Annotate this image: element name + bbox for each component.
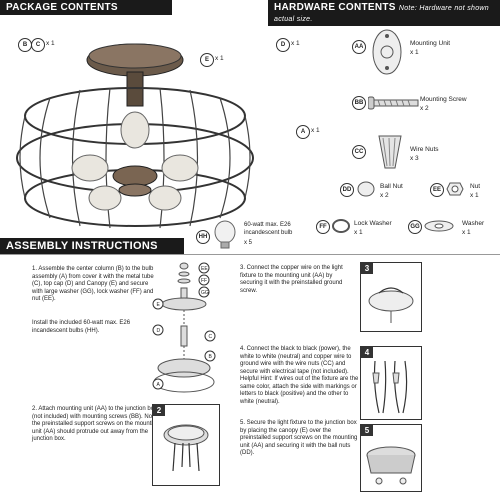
hw-dd-qty: x 2: [380, 192, 389, 199]
step-3-diagram: 3: [360, 262, 422, 332]
hw-bb-qty: x 2: [420, 105, 429, 112]
hardware-note: Note: Hardware not shown actual size.: [274, 5, 489, 23]
nut-illustration: [446, 182, 464, 196]
svg-text:GG: GG: [201, 290, 209, 296]
hw-ff-qty: x 1: [354, 229, 363, 236]
step-5-diagram: 5: [360, 424, 422, 492]
bulb-qty: x 5: [244, 240, 253, 246]
bulb-description: 60-watt max. E26 incandescent bulb: [244, 222, 293, 236]
ball-nut-illustration: [357, 181, 375, 197]
step-4-illustration: [372, 360, 408, 414]
hw-ff-name: Lock Washer: [354, 220, 392, 227]
svg-text:D: D: [157, 328, 161, 334]
package-contents-title: PACKAGE CONTENTS: [6, 2, 118, 13]
callout-a-qty: x 1: [311, 127, 320, 134]
callout-b: B: [18, 38, 32, 52]
hardware-contents-title: HARDWARE CONTENTS: [274, 2, 396, 13]
callout-bc-qty: x 1: [46, 40, 55, 47]
step-5-illustration: [366, 446, 416, 485]
callout-d: D: [276, 38, 290, 52]
hw-gg-badge: GG: [408, 220, 422, 234]
bulb-code-badge: HH: [196, 230, 210, 244]
step-3-illustration: [368, 287, 414, 323]
step-1-exploded-diagram: EE FF GG E D C B A: [152, 262, 216, 393]
lock-washer-illustration: [332, 219, 350, 233]
hw-aa-name: Mounting Unit: [410, 40, 451, 47]
hw-bb-badge: BB: [352, 96, 366, 110]
mounting-unit-illustration: [372, 29, 402, 75]
hw-ee-qty: x 1: [470, 192, 479, 199]
assembly-instructions-title: ASSEMBLY INSTRUCTIONS: [6, 240, 158, 252]
step-2-number: 2: [153, 405, 165, 416]
assembly-divider: [0, 254, 500, 255]
mounting-screw-illustration: [368, 96, 419, 110]
step-4-number: 4: [361, 347, 373, 358]
hw-ff-badge: FF: [316, 220, 330, 234]
svg-text:C: C: [209, 334, 213, 340]
callout-d-qty: x 1: [291, 40, 300, 47]
hw-cc-badge: CC: [352, 145, 366, 159]
step-5-text: 5. Secure the light fixture to the junct…: [240, 420, 358, 456]
hw-cc-name: Wire Nuts: [410, 146, 439, 153]
hw-dd-badge: DD: [340, 183, 354, 197]
package-contents-header: PACKAGE CONTENTS: [0, 0, 172, 15]
assembly-instructions-header: ASSEMBLY INSTRUCTIONS: [0, 238, 184, 254]
svg-text:B: B: [209, 354, 213, 360]
hw-bb-name: Mounting Screw: [420, 96, 467, 103]
washer-illustration: [424, 220, 454, 232]
svg-text:FF: FF: [201, 278, 207, 284]
hw-gg-name: Washer: [462, 220, 485, 227]
svg-text:E: E: [157, 302, 161, 308]
hw-gg-qty: x 1: [462, 229, 471, 236]
svg-text:EE: EE: [201, 266, 208, 272]
wire-nut-illustration: [378, 135, 402, 169]
callout-a: A: [296, 125, 310, 139]
callout-e-qty: x 1: [215, 55, 224, 62]
step-3-text: 3. Connect the copper wire on the light …: [240, 265, 343, 294]
hw-aa-badge: AA: [352, 40, 366, 54]
hw-ee-badge: EE: [430, 183, 444, 197]
step-2-illustration: [163, 424, 209, 472]
step-2-diagram: 2: [152, 404, 220, 486]
callout-c: C: [31, 38, 45, 52]
hardware-contents-header: HARDWARE CONTENTS Note: Hardware not sho…: [268, 0, 500, 26]
fan-fixture-illustration: [16, 43, 254, 229]
step-1-text: 1. Assemble the center column (B) to the…: [32, 266, 154, 302]
step-5-number: 5: [361, 425, 373, 436]
step-3-number: 3: [361, 263, 373, 274]
callout-e: E: [200, 53, 214, 67]
step-4-text: 4. Connect the black to black (power), t…: [240, 346, 359, 405]
step-2-text: 2. Attach mounting unit (AA) to the junc…: [32, 406, 160, 442]
hw-ee-name: Nut: [470, 183, 481, 190]
step-1-bulb-text: Install the included 60-watt max. E26 in…: [32, 320, 131, 334]
svg-text:A: A: [157, 382, 161, 388]
step-4-diagram: 4: [360, 346, 422, 420]
bulb-illustration: [214, 220, 236, 249]
hw-dd-name: Ball Nut: [380, 183, 403, 190]
hw-cc-qty: x 3: [410, 155, 419, 162]
hw-aa-qty: x 1: [410, 49, 419, 56]
